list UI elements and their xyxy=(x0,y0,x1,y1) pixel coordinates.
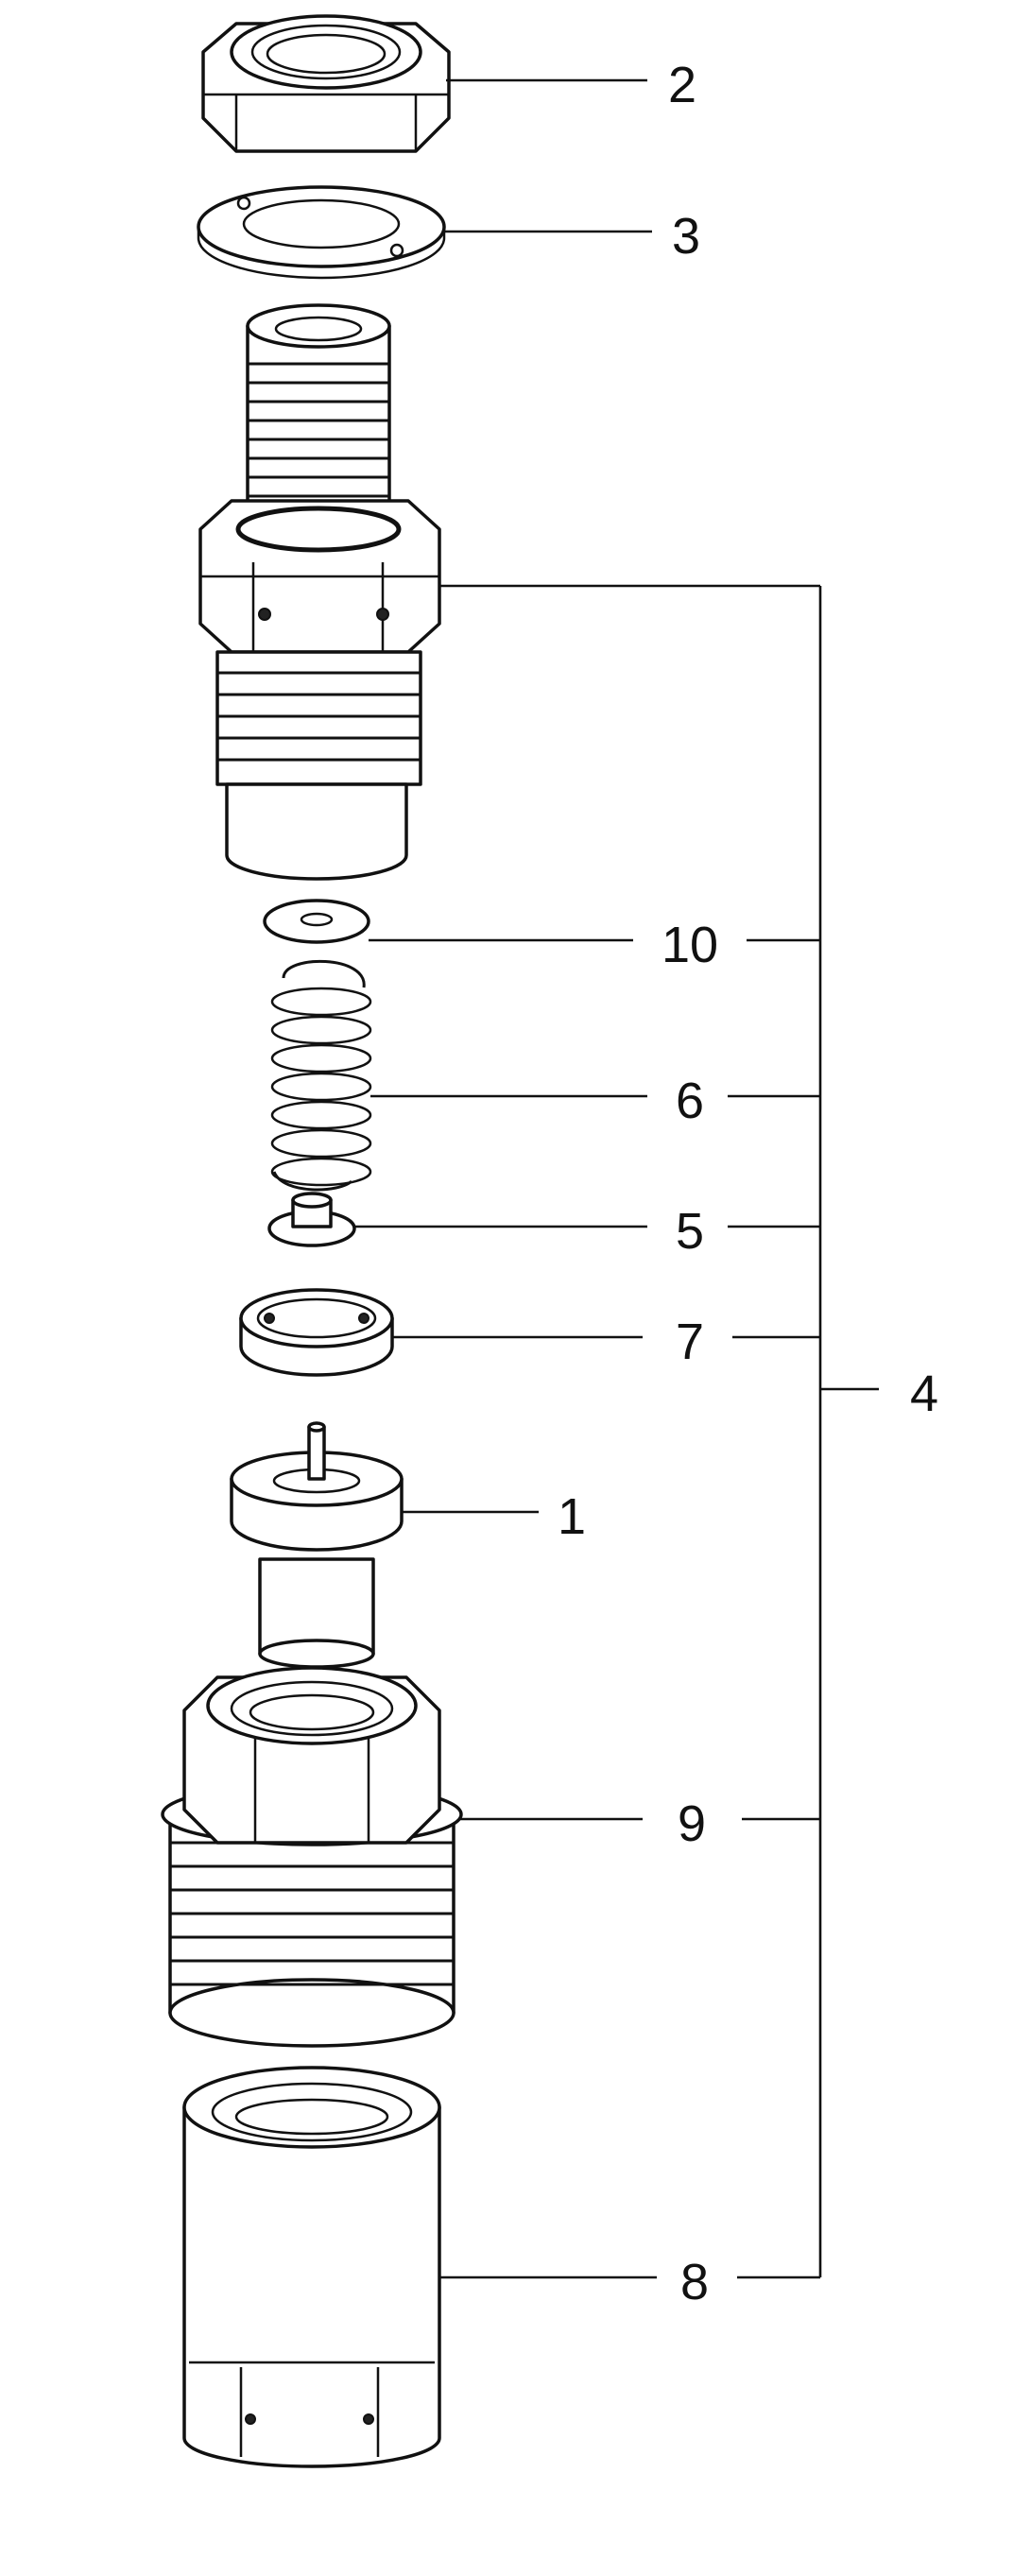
callout-9: 9 xyxy=(678,1795,706,1852)
part-cap-sleeve xyxy=(182,2066,441,2468)
callout-10: 10 xyxy=(662,917,718,973)
leader-lines xyxy=(354,78,879,2279)
part-retaining-nut xyxy=(161,1666,463,2048)
callout-1: 1 xyxy=(558,1488,586,1545)
callout-6: 6 xyxy=(676,1073,704,1129)
part-washer xyxy=(197,185,446,280)
lower-thread-lines xyxy=(217,671,421,762)
part-spring-seat xyxy=(267,1192,356,1247)
part-spring xyxy=(270,959,372,1192)
callout-3: 3 xyxy=(672,208,700,265)
upper-thread-lines xyxy=(248,362,389,498)
callout-2: 2 xyxy=(668,57,696,113)
part-nozzle-holder-body xyxy=(198,303,441,881)
part-hex-nut xyxy=(201,14,451,153)
part-intermediate-plate xyxy=(239,1288,394,1377)
callout-5: 5 xyxy=(676,1203,704,1260)
callout-8: 8 xyxy=(680,2254,709,2310)
callout-labels: 2 3 10 6 5 7 4 1 9 8 xyxy=(558,57,938,2310)
part-shim xyxy=(263,899,370,944)
part-nozzle xyxy=(230,1421,404,1669)
callout-4: 4 xyxy=(910,1365,938,1422)
callout-7: 7 xyxy=(676,1314,704,1370)
